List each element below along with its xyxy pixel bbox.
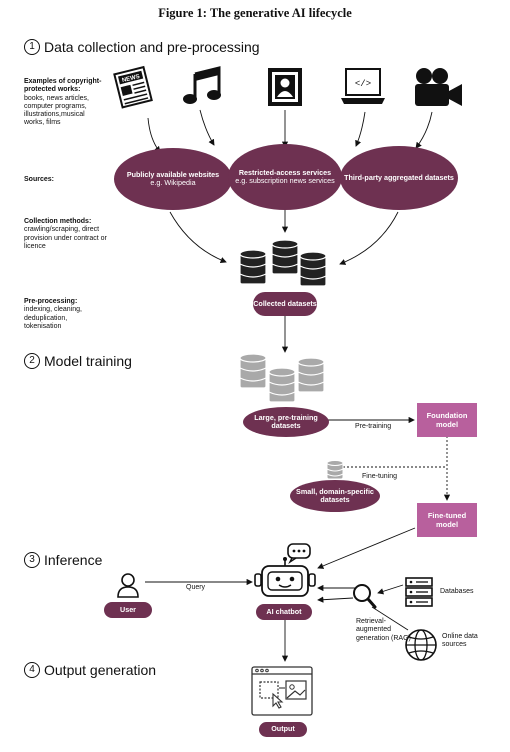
node-large-pretraining-datasets: Large, pre-training datasets xyxy=(243,407,329,437)
collection-methods-label: Collection methods: crawling/scraping, d… xyxy=(24,218,109,251)
magnifier-icon xyxy=(353,584,377,609)
source-restricted-services: Restricted-access services e.g. subscrip… xyxy=(228,144,342,210)
databases-label: Databases xyxy=(440,588,474,595)
database-icon-pretraining xyxy=(239,353,325,403)
node-collected-datasets: Collected datasets xyxy=(253,292,317,316)
online-sources-label: Online data sources xyxy=(442,633,478,649)
portrait-icon xyxy=(268,68,302,106)
robot-icon xyxy=(254,543,316,597)
output-label: Output xyxy=(271,724,295,734)
collection-heading: Collection methods: xyxy=(24,218,92,225)
foundation-label: Foundation model xyxy=(426,411,468,429)
source-public-sub: e.g. Wikipedia xyxy=(150,178,196,187)
section-number: 2 xyxy=(24,353,40,369)
section-heading-output-generation: 4 Output generation xyxy=(24,662,156,678)
section-number: 4 xyxy=(24,662,40,678)
newspaper-icon: NEWS xyxy=(113,65,153,109)
music-note-icon xyxy=(183,66,221,104)
collection-body: crawling/scraping, direct provision unde… xyxy=(24,226,107,250)
small-label: Small, domain-specific datasets xyxy=(296,486,374,504)
preproc-heading: Pre-processing: xyxy=(24,298,78,305)
section-number: 3 xyxy=(24,552,40,568)
section-title: Model training xyxy=(44,353,132,369)
node-fine-tuned-model: Fine-tuned model xyxy=(417,503,477,537)
svg-text:NEWS: NEWS xyxy=(122,74,141,84)
section-title: Output generation xyxy=(44,662,157,678)
node-small-datasets: Small, domain-specific datasets xyxy=(290,480,380,512)
large-label: Large, pre-training datasets xyxy=(254,412,318,430)
finetuned-label: Fine-tuned model xyxy=(427,511,467,529)
source-third-party-title: Third-party aggregated datasets xyxy=(344,172,454,182)
sources-label: Sources: xyxy=(24,176,54,184)
globe-icon xyxy=(405,629,437,661)
edge-label-finetuning: Fine-tuning xyxy=(362,473,398,480)
user-icon xyxy=(117,573,139,598)
chatbot-label: AI chatbot xyxy=(266,606,302,616)
examples-body: books, news articles, computer programs,… xyxy=(24,94,89,127)
pre-processing-label: Pre-processing: indexing, cleaning, dedu… xyxy=(24,298,104,331)
source-third-party: Third-party aggregated datasets xyxy=(340,146,458,210)
section-heading-data-collection: 1 Data collection and pre-processing xyxy=(24,39,260,55)
collected-label: Collected datasets xyxy=(253,298,317,308)
edge-label-query: Query xyxy=(186,584,206,591)
section-title: Inference xyxy=(44,552,103,568)
database-icon-small xyxy=(326,460,344,480)
database-icon-collected xyxy=(239,239,327,287)
examples-heading: Examples of copyright-protected works: xyxy=(24,78,102,94)
preproc-body: indexing, cleaning, deduplication, token… xyxy=(24,306,82,330)
edge-label-rag: Retrieval-augmented generation (RAG) xyxy=(356,618,411,642)
laptop-code-icon: </> xyxy=(341,68,385,104)
section-number: 1 xyxy=(24,39,40,55)
server-icon xyxy=(405,577,433,607)
source-public-title: Publicly available websites xyxy=(126,169,220,179)
user-label: User xyxy=(120,604,136,614)
section-title: Data collection and pre-processing xyxy=(44,39,260,55)
source-restricted-sub: e.g. subscription news services xyxy=(235,176,335,185)
source-restricted-title: Restricted-access services xyxy=(238,167,332,177)
node-ai-chatbot: AI chatbot xyxy=(256,604,312,620)
svg-text:</>: </> xyxy=(355,79,371,89)
node-output: Output xyxy=(259,722,307,737)
examples-label: Examples of copyright-protected works: b… xyxy=(24,78,106,128)
node-foundation-model: Foundation model xyxy=(417,403,477,437)
image-window-icon xyxy=(251,666,313,716)
section-heading-inference: 3 Inference xyxy=(24,552,102,568)
source-public-websites: Publicly available websites e.g. Wikiped… xyxy=(114,148,232,210)
figure-title: Figure 1: The generative AI lifecycle xyxy=(158,6,352,20)
section-heading-model-training: 2 Model training xyxy=(24,353,132,369)
video-camera-icon xyxy=(415,68,462,106)
node-user: User xyxy=(104,602,152,618)
edge-label-pretraining: Pre-training xyxy=(355,423,392,430)
sources-heading: Sources: xyxy=(24,176,54,183)
